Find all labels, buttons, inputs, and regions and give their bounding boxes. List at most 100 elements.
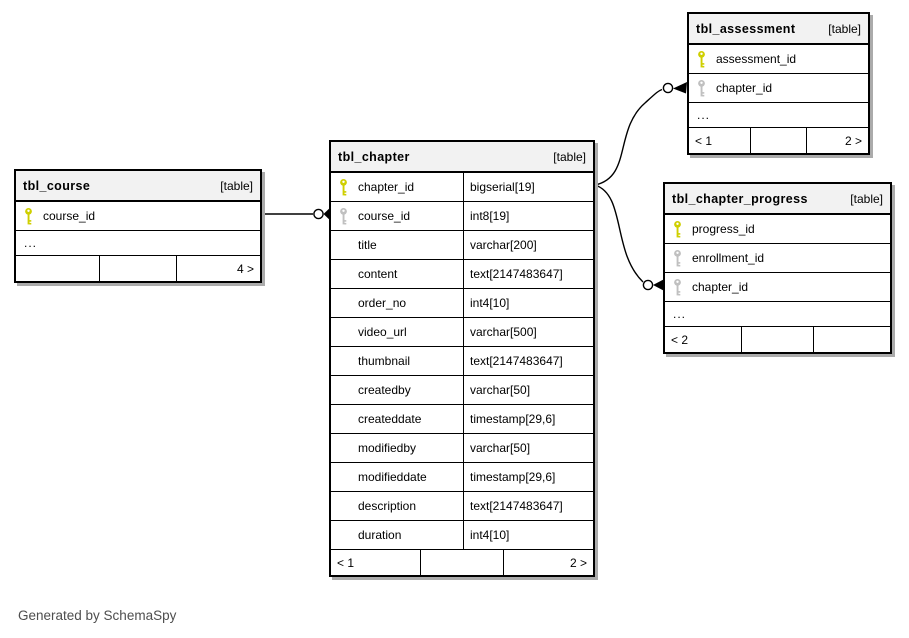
table-row: thumbnail text[2147483647] (331, 347, 593, 376)
table-row: modifiedby varchar[50] (331, 434, 593, 463)
column-type: text[2147483647] (463, 492, 593, 520)
table-row: progress_id (665, 215, 890, 244)
zero-many-circle (313, 208, 324, 220)
foreign-key-icon (665, 249, 692, 268)
column-name: chapter_id (692, 280, 749, 294)
column-type: int4[10] (463, 289, 593, 317)
foreign-key-icon (331, 207, 358, 226)
relationship-line-course (262, 208, 329, 220)
table-row: title varchar[200] (331, 231, 593, 260)
zero-many-circle (662, 82, 674, 94)
table-footer: < 2 (665, 327, 890, 352)
table-row: chapter_id (665, 273, 890, 302)
column-type: text[2147483647] (463, 260, 593, 288)
column-type: text[2147483647] (463, 347, 593, 375)
column-type: int4[10] (463, 521, 593, 549)
column-name: enrollment_id (692, 251, 765, 265)
column-type: int8[19] (463, 202, 593, 230)
footer-right-cell: 4 > (176, 256, 260, 281)
table-tag: [table] (828, 21, 861, 36)
footer-left-cell: < 2 (671, 332, 689, 347)
table-title: tbl_chapter (338, 149, 410, 164)
table-tag: [table] (850, 191, 883, 206)
column-name: content (358, 267, 398, 281)
column-name: order_no (358, 296, 407, 310)
column-name: duration (358, 528, 402, 542)
table-header[interactable]: tbl_course [table] (16, 171, 260, 202)
table-row: enrollment_id (665, 244, 890, 273)
column-name: course_id (43, 209, 96, 223)
column-name: modifieddate (358, 470, 427, 484)
column-type: varchar[50] (463, 434, 593, 462)
table-row: course_id int8[19] (331, 202, 593, 231)
generated-by-note: Generated by SchemaSpy (18, 608, 177, 623)
table-row: assessment_id (689, 45, 868, 74)
column-name: video_url (358, 325, 407, 339)
table-header[interactable]: tbl_chapter_progress [table] (665, 184, 890, 215)
table-row: createddate timestamp[29,6] (331, 405, 593, 434)
footer-mid-cell (741, 327, 812, 352)
column-name: createddate (358, 412, 422, 426)
column-name: course_id (358, 209, 411, 223)
arrowhead-icon (653, 279, 663, 291)
zero-many-circle (642, 279, 654, 291)
column-name: chapter_id (716, 81, 773, 95)
column-type: timestamp[29,6] (463, 405, 593, 433)
table-row: video_url varchar[500] (331, 318, 593, 347)
table-footer: < 1 2 > (689, 128, 868, 153)
table-row: order_no int4[10] (331, 289, 593, 318)
table-row: modifieddate timestamp[29,6] (331, 463, 593, 492)
footer-left-cell: < 1 (337, 555, 355, 570)
table-row: createdby varchar[50] (331, 376, 593, 405)
column-name: modifiedby (358, 441, 417, 455)
footer-right-cell (812, 327, 890, 352)
table-header[interactable]: tbl_assessment [table] (689, 14, 868, 45)
column-type: varchar[50] (463, 376, 593, 404)
hidden-columns-ellipsis: ... (689, 103, 868, 128)
column-name: progress_id (692, 222, 755, 236)
primary-key-icon (665, 220, 692, 239)
column-name: description (358, 499, 417, 513)
column-name: title (358, 238, 377, 252)
arrowhead-icon (673, 82, 687, 94)
relationship-line-progress (594, 184, 663, 291)
footer-mid-cell (419, 550, 504, 575)
table-row: duration int4[10] (331, 521, 593, 550)
table-footer: < 1 2 > (331, 550, 593, 575)
table-tbl-chapter-progress[interactable]: tbl_chapter_progress [table] progress_id… (663, 182, 892, 354)
table-tbl-chapter[interactable]: tbl_chapter [table] chapter_id bigserial[… (329, 140, 595, 577)
foreign-key-icon (689, 79, 716, 98)
table-row: chapter_id (689, 74, 868, 103)
footer-right-cell: 2 > (806, 128, 868, 153)
table-header[interactable]: tbl_chapter [table] (331, 142, 593, 173)
table-title: tbl_assessment (696, 21, 796, 36)
footer-mid-cell (98, 256, 177, 281)
footer-left-cell: < 1 (695, 133, 713, 148)
table-tbl-course[interactable]: tbl_course [table] course_id... 4 > (14, 169, 262, 283)
column-type: bigserial[19] (463, 173, 593, 201)
footer-right-cell: 2 > (503, 550, 593, 575)
relationship-line-assessment (594, 82, 687, 186)
foreign-key-icon (665, 278, 692, 297)
table-row: content text[2147483647] (331, 260, 593, 289)
table-tag: [table] (220, 178, 253, 193)
hidden-columns-ellipsis: ... (16, 231, 260, 256)
column-name: assessment_id (716, 52, 797, 66)
column-name: chapter_id (358, 180, 415, 194)
column-type: varchar[500] (463, 318, 593, 346)
column-name: createdby (358, 383, 411, 397)
column-name: thumbnail (358, 354, 411, 368)
primary-key-icon (331, 178, 358, 197)
table-row: chapter_id bigserial[19] (331, 173, 593, 202)
footer-left-cell (16, 256, 99, 281)
column-type: varchar[200] (463, 231, 593, 259)
footer-mid-cell (750, 128, 806, 153)
table-title: tbl_chapter_progress (672, 191, 808, 206)
column-type: timestamp[29,6] (463, 463, 593, 491)
primary-key-icon (16, 207, 43, 226)
arrowhead-icon (323, 208, 329, 220)
table-tag: [table] (553, 149, 586, 164)
table-row: course_id (16, 202, 260, 231)
